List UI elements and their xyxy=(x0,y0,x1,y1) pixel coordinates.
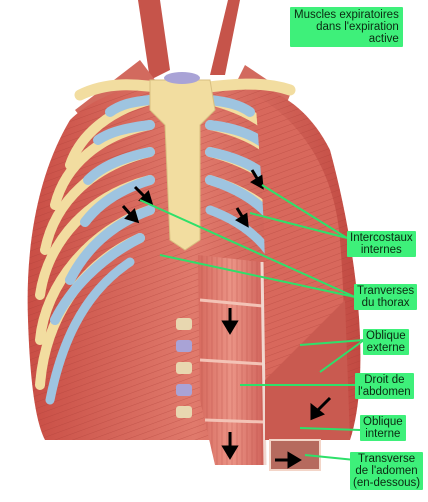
spine xyxy=(176,318,192,418)
label-line: Oblique xyxy=(363,416,403,428)
title-line1: Muscles expiratoires xyxy=(294,9,399,21)
diagram-title: Muscles expiratoires dans l'expiration a… xyxy=(290,7,403,47)
label-line: internes xyxy=(360,244,402,256)
sternum xyxy=(74,72,296,251)
label-line: Tranverses xyxy=(357,285,415,297)
label-intercostaux-internes: Intercostaux internes xyxy=(347,231,416,257)
label-line: Transverse xyxy=(358,453,416,465)
label-line: du thorax xyxy=(361,297,410,309)
label-line: Droit de xyxy=(364,374,405,386)
rectus-abdominis xyxy=(198,255,267,466)
label-transverses-thorax: Tranverses du thorax xyxy=(354,284,418,310)
label-line: de l'adomen xyxy=(355,465,418,477)
title-line3: active xyxy=(368,33,399,45)
title-line2: dans l'expiration xyxy=(316,21,399,33)
label-line: interne xyxy=(365,428,401,440)
label-line: externe xyxy=(366,342,405,354)
pointer-lines xyxy=(139,184,365,461)
label-oblique-externe: Oblique externe xyxy=(363,329,409,355)
internal-oblique xyxy=(265,300,350,440)
label-oblique-interne: Oblique interne xyxy=(360,415,406,441)
label-line: (en-dessous) xyxy=(353,477,421,489)
ribs-left xyxy=(35,95,155,405)
label-line: Intercostaux xyxy=(350,232,413,244)
label-droit-abdomen: Droit de l'abdomen xyxy=(355,373,414,399)
label-line: Oblique xyxy=(366,330,406,342)
label-transverse-abdomen: Transverse de l'adomen (en-dessous) xyxy=(350,452,424,490)
label-line: l'abdomen xyxy=(358,386,411,398)
contraction-arrows xyxy=(121,169,332,469)
